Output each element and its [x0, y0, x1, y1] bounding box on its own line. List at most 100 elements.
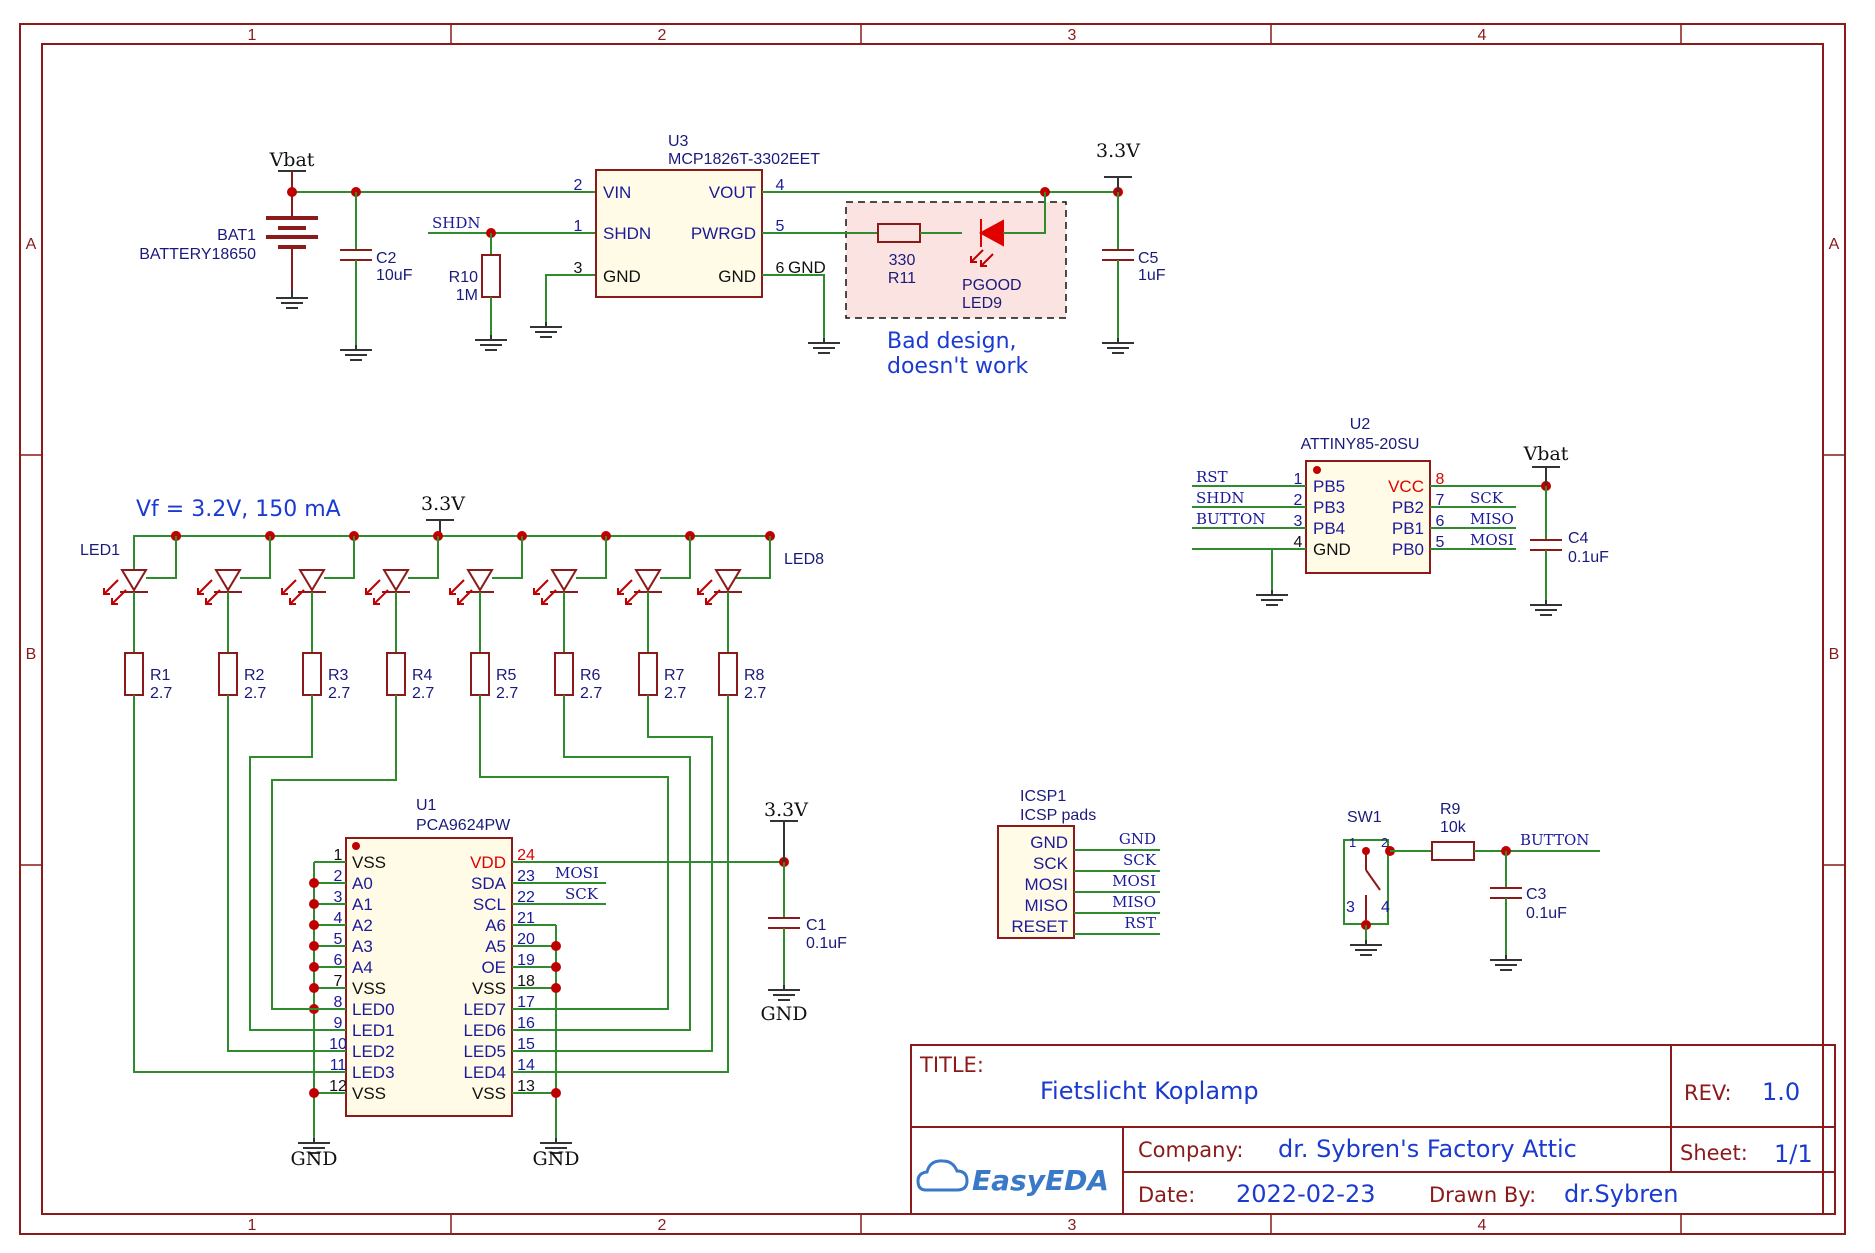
u1-pin-9-name: LED1 — [352, 1021, 395, 1040]
u1-pin-1-num: 1 — [334, 847, 343, 864]
u1-pin-5-name: A3 — [352, 937, 373, 956]
power-3v3-top: 3.3V — [1096, 140, 1140, 192]
resistor-r7[interactable]: R72.7 — [638, 652, 686, 702]
power-vbat-u2-label: Vbat — [1523, 443, 1569, 465]
u2-pin-4-name: GND — [1313, 540, 1351, 559]
led-route — [479, 695, 669, 1010]
u1-pin-17-name: LED7 — [463, 1000, 506, 1019]
capacitor-c4[interactable]: C4 0.1uF — [1530, 486, 1609, 600]
r3-ref: R3 — [328, 667, 349, 684]
icsp-pin-gnd: GND — [1030, 833, 1068, 852]
u2-pin-2-name: PB3 — [1313, 498, 1345, 517]
u2-net-mosi: MOSI — [1470, 531, 1514, 549]
title-block: TITLE: Fietslicht Koplamp REV: 1.0 Compa… — [910, 1044, 1836, 1215]
u2-pin-6-num: 6 — [1436, 513, 1445, 530]
icsp-ref: ICSP1 — [1020, 788, 1066, 805]
capacitor-c5[interactable]: C5 1uF — [1102, 192, 1166, 338]
c2-ref: C2 — [376, 250, 397, 267]
date-value: 2022-02-23 — [1236, 1180, 1375, 1208]
u1-pin-20-name: A5 — [485, 937, 506, 956]
ground-symbol — [1490, 955, 1522, 971]
capacitor-c3[interactable]: C3 0.1uF — [1490, 851, 1567, 955]
u1-pin-14-num: 14 — [517, 1057, 535, 1074]
power-vbat-u2: Vbat — [1523, 443, 1569, 486]
resistor-r1[interactable]: R12.7 — [124, 652, 172, 702]
c1-value: 0.1uF — [806, 935, 847, 952]
led-1[interactable]: R12.7 — [103, 531, 181, 702]
r11-value: 330 — [889, 252, 916, 269]
u2-net-miso: MISO — [1470, 510, 1514, 528]
icsp-pin-miso: MISO — [1025, 896, 1068, 915]
power-3v3-u1-label: 3.3V — [764, 799, 808, 821]
u1-pin-6-num: 6 — [334, 952, 343, 969]
icsp-net-miso: MISO — [1112, 893, 1156, 911]
resistor-r4[interactable]: R42.7 — [386, 652, 434, 702]
resistor-r10[interactable]: R10 1M — [449, 233, 501, 335]
r7-value: 2.7 — [664, 685, 686, 702]
resistor-r8[interactable]: R82.7 — [718, 652, 766, 702]
junction-dot — [551, 983, 561, 993]
u1-pin-6-name: A4 — [352, 958, 373, 977]
easyeda-logo: EasyEDA — [916, 1159, 1109, 1197]
note-bad-design-line1: Bad design, — [887, 329, 1017, 354]
note-vf: Vf = 3.2V, 150 mA — [136, 497, 341, 522]
u3-pin-vin-num: 2 — [574, 177, 583, 194]
led-6[interactable]: R62.7 — [533, 531, 611, 702]
led-4[interactable]: R42.7 — [365, 531, 443, 702]
c4-value: 0.1uF — [1568, 549, 1609, 566]
junction-dot — [309, 1088, 319, 1098]
switch-sw1[interactable]: SW1 1 2 3 4 — [1343, 809, 1390, 925]
resistor-r3[interactable]: R32.7 — [302, 652, 350, 702]
capacitor-c1[interactable]: C1 0.1uF — [768, 862, 847, 985]
c3-ref: C3 — [1526, 886, 1547, 903]
r10-ref: R10 — [449, 269, 478, 286]
resistor-r9[interactable]: R9 10k — [1431, 801, 1475, 861]
u2-net-rst: RST — [1196, 468, 1228, 486]
led-2[interactable]: R22.7 — [197, 531, 275, 702]
led-3[interactable]: R32.7 — [281, 531, 359, 702]
capacitor-c2[interactable]: C2 10uF — [340, 192, 413, 345]
junction-dot — [1362, 847, 1370, 855]
u1-pin-12-num: 12 — [329, 1078, 347, 1095]
title-label: TITLE: — [919, 1053, 984, 1077]
ground-symbol — [808, 338, 840, 354]
row-label-b: B — [26, 646, 37, 663]
company-label: Company: — [1138, 1138, 1243, 1162]
u1-pin-17-num: 17 — [517, 994, 535, 1011]
led-array: Vf = 3.2V, 150 mA 3.3V LED1 LED8 R12.7R2… — [80, 493, 824, 702]
u3-pin-shdn-num: 1 — [574, 218, 583, 235]
r6-ref: R6 — [580, 667, 601, 684]
title-value: Fietslicht Koplamp — [1040, 1077, 1259, 1105]
u3-pin-vout-num: 4 — [776, 177, 785, 194]
battery-bat1[interactable]: Vbat BAT1 BATTERY18650 — [139, 149, 318, 290]
regulator-u3[interactable]: U3 MCP1826T-3302EET VIN 2 SHDN 1 GND 3 V… — [574, 133, 826, 298]
u1-ref: U1 — [416, 797, 437, 814]
led-route — [249, 695, 346, 1031]
u3-gnd-net-label: GND — [788, 258, 826, 277]
resistor-r2[interactable]: R22.7 — [218, 652, 266, 702]
u2-pin-7-name: PB2 — [1392, 498, 1424, 517]
led9-pgood[interactable]: PGOOD LED9 — [962, 192, 1046, 312]
u3-pin-gnd2-name: GND — [718, 267, 756, 286]
resistor-r11[interactable]: 330 R11 — [877, 223, 962, 287]
junction-dot — [309, 962, 319, 972]
led-8[interactable]: R82.7 — [697, 531, 775, 702]
resistor-r5[interactable]: R52.7 — [470, 652, 518, 702]
u2-pin-4-num: 4 — [1294, 534, 1303, 551]
resistor-r6[interactable]: R62.7 — [554, 652, 602, 702]
led-5[interactable]: R52.7 — [449, 531, 527, 702]
u1-pin-11-name: LED3 — [352, 1063, 395, 1082]
u1-pin-24-num: 24 — [517, 847, 535, 864]
led-7[interactable]: R72.7 — [617, 531, 695, 702]
u3-pin-vout-name: VOUT — [709, 183, 756, 202]
date-label: Date: — [1138, 1183, 1195, 1207]
r5-ref: R5 — [496, 667, 517, 684]
r2-ref: R2 — [244, 667, 265, 684]
u2-pin-8-num: 8 — [1436, 471, 1445, 488]
row-label-b-right: B — [1829, 646, 1840, 663]
led8-ref: LED8 — [784, 551, 824, 568]
